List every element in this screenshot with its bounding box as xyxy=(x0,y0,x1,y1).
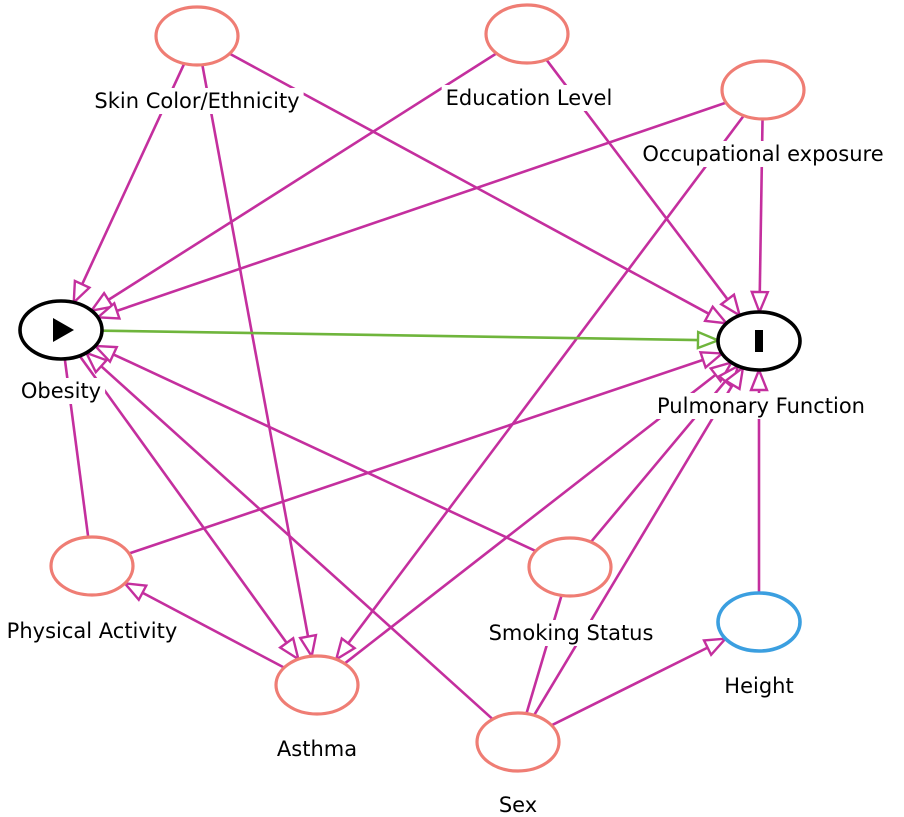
arrowhead-icon xyxy=(298,633,318,660)
edge-skin-color-to-asthma xyxy=(201,64,318,660)
label-background xyxy=(484,620,658,646)
node-asthma[interactable] xyxy=(274,654,360,716)
arrowhead-icon xyxy=(121,581,149,602)
edge-line xyxy=(101,329,699,342)
edge-sex-to-pulmonary xyxy=(532,364,745,716)
label-background xyxy=(2,618,182,644)
label-background xyxy=(272,736,362,762)
node-label-education: Education Level xyxy=(446,86,613,110)
node-sex[interactable] xyxy=(475,711,561,773)
edge-education-to-obesity xyxy=(88,52,498,313)
node-height[interactable] xyxy=(716,591,802,653)
arrowhead-icon xyxy=(83,350,109,375)
edge-occupational-to-obesity xyxy=(94,101,727,320)
node-label-physical-activity: Physical Activity xyxy=(7,619,178,643)
edge-line xyxy=(201,64,310,637)
edge-line xyxy=(347,114,745,645)
edge-height-to-pulmonary xyxy=(749,366,769,593)
node-skin-color[interactable] xyxy=(154,5,240,67)
node-ellipse xyxy=(475,711,561,773)
label-background xyxy=(16,378,106,404)
arrowhead-icon xyxy=(749,366,769,392)
label-background xyxy=(90,88,304,114)
edge-sex-to-smoking xyxy=(525,595,563,714)
label-background xyxy=(653,393,869,419)
node-label-asthma: Asthma xyxy=(277,737,357,761)
play-icon xyxy=(53,318,74,342)
node-label-skin-color: Skin Color/Ethnicity xyxy=(94,89,299,113)
edge-layer xyxy=(63,52,770,727)
edge-line xyxy=(107,52,498,301)
edge-line xyxy=(532,384,734,716)
edge-line xyxy=(78,355,288,644)
node-ellipse xyxy=(154,5,240,67)
node-layer xyxy=(18,3,806,773)
label-background xyxy=(720,673,798,699)
node-ellipse xyxy=(527,536,613,598)
edge-line xyxy=(343,373,717,665)
node-label-obesity: Obesity xyxy=(21,379,101,403)
edge-sex-to-height xyxy=(550,637,729,727)
label-layer: Skin Color/Ethnicity Education Level Occ… xyxy=(2,85,888,817)
edge-line xyxy=(116,101,727,313)
arrowhead-icon xyxy=(278,636,301,662)
edge-line xyxy=(128,358,704,555)
node-label-sex: Sex xyxy=(499,793,537,817)
edge-smoking-to-obesity xyxy=(92,344,537,553)
arrowhead-icon xyxy=(750,290,770,316)
label-background xyxy=(638,141,888,167)
node-label-pulmonary: Pulmonary Function xyxy=(657,394,865,418)
label-background xyxy=(494,792,542,817)
edge-sex-to-obesity xyxy=(83,350,494,721)
bar-icon xyxy=(755,330,763,352)
node-label-smoking: Smoking Status xyxy=(489,621,654,645)
arrowhead-icon xyxy=(702,637,729,657)
arrowhead-icon xyxy=(94,301,122,320)
node-ellipse xyxy=(716,591,802,653)
edge-line xyxy=(100,365,494,721)
edge-line xyxy=(112,353,537,553)
arrowhead-icon xyxy=(723,364,745,391)
node-ellipse xyxy=(720,59,806,121)
arrowhead-icon xyxy=(334,636,357,662)
edge-occupational-to-asthma xyxy=(334,114,745,662)
arrowhead-icon xyxy=(719,292,742,319)
node-label-height: Height xyxy=(724,674,793,698)
edge-obesity-to-pulmonary xyxy=(101,329,722,350)
node-physical-activity[interactable] xyxy=(49,535,135,597)
edge-line xyxy=(550,646,709,727)
node-education[interactable] xyxy=(484,3,570,65)
node-ellipse xyxy=(274,654,360,716)
edge-asthma-to-physical-activity xyxy=(121,581,285,669)
node-ellipse xyxy=(484,3,570,65)
node-occupational[interactable] xyxy=(720,59,806,121)
edge-line xyxy=(525,595,563,714)
node-ellipse xyxy=(49,535,135,597)
node-obesity[interactable] xyxy=(18,299,104,361)
node-smoking[interactable] xyxy=(527,536,613,598)
arrowhead-icon xyxy=(88,291,115,313)
edge-obesity-to-asthma xyxy=(78,355,301,662)
label-background xyxy=(441,85,617,111)
node-pulmonary[interactable] xyxy=(716,310,802,372)
arrowhead-icon xyxy=(696,330,722,350)
edge-line xyxy=(141,591,285,669)
arrowhead-icon xyxy=(698,351,726,370)
arrowhead-icon xyxy=(703,304,730,325)
node-label-occupational: Occupational exposure xyxy=(642,142,883,166)
edge-physical-activity-to-pulmonary xyxy=(128,351,726,555)
arrowhead-icon xyxy=(92,344,119,364)
arrowhead-icon xyxy=(72,279,92,306)
